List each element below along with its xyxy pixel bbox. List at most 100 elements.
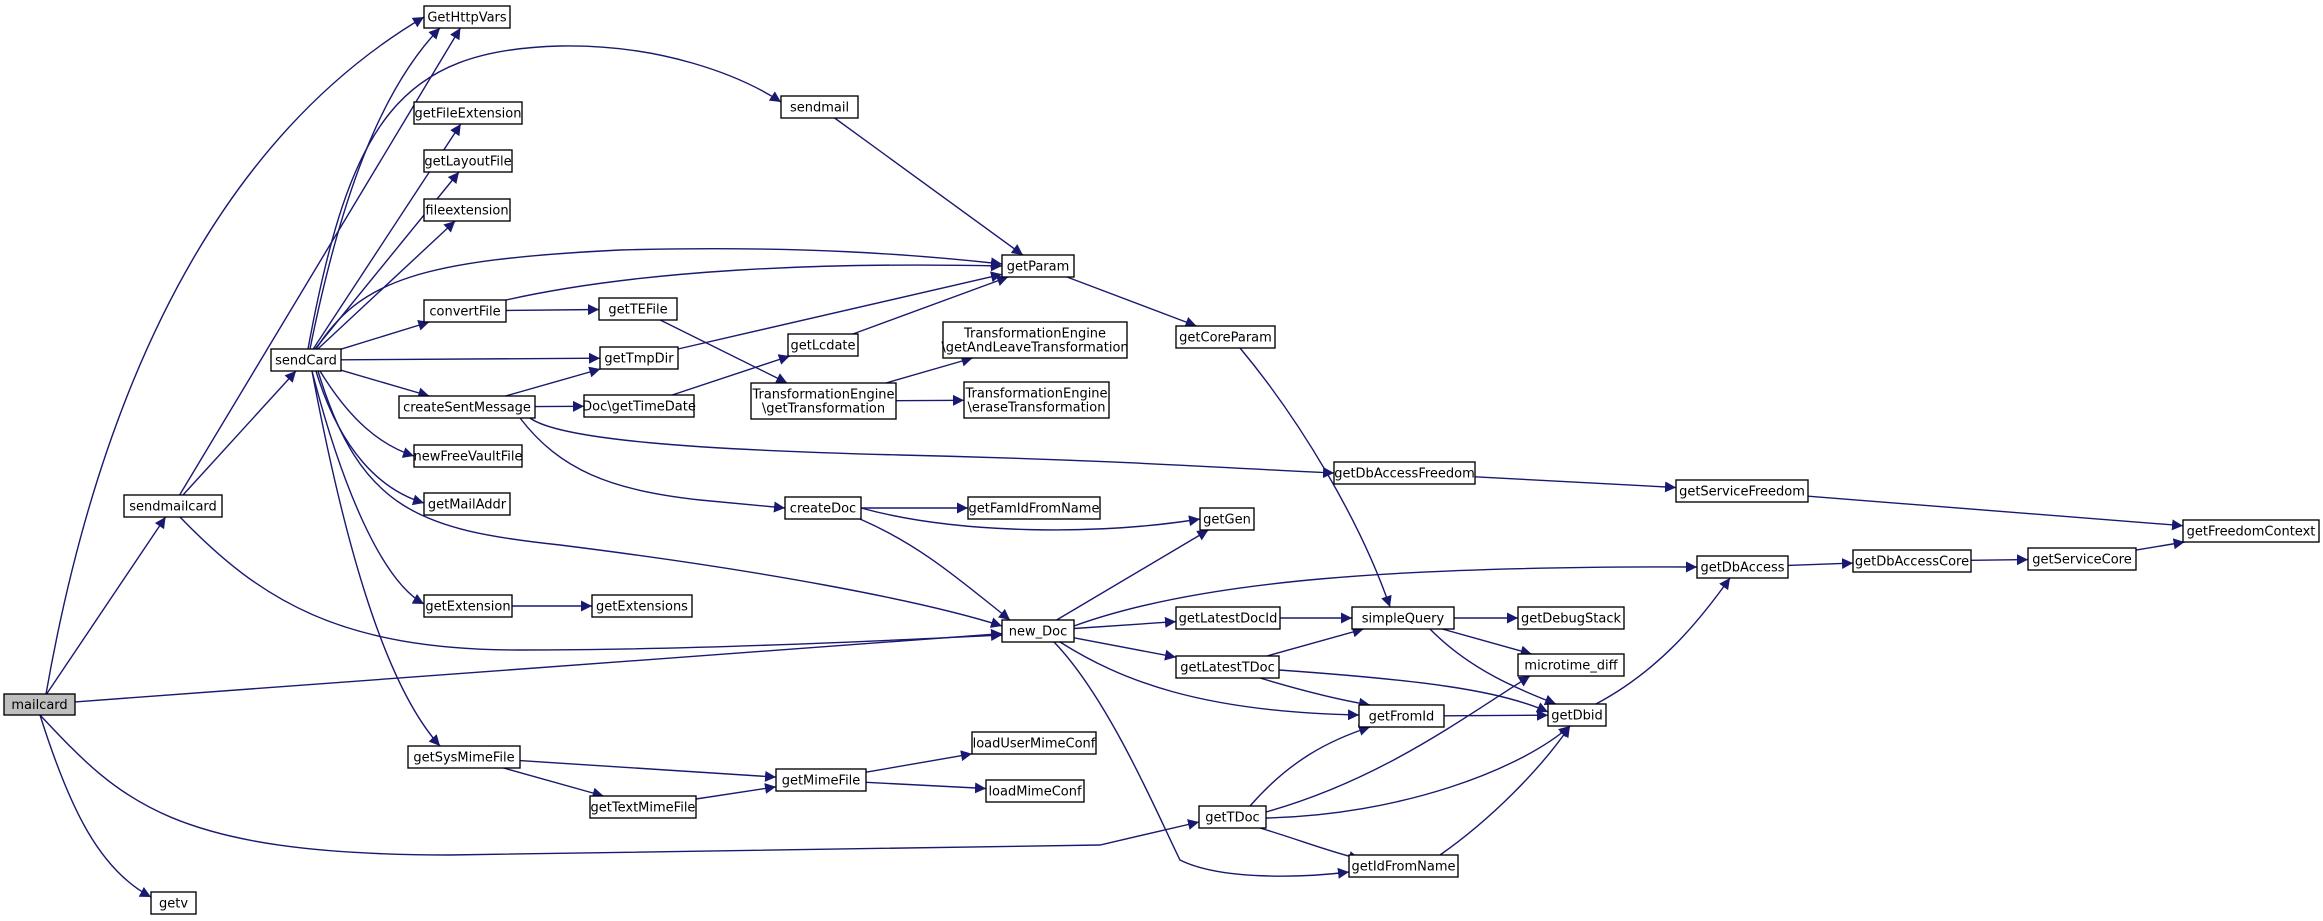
node-sendmail[interactable]: sendmail [780,95,859,119]
node-new_Doc[interactable]: new_Doc [1001,619,1075,643]
node-label: getGen [1203,513,1251,528]
node-createSentMessage[interactable]: createSentMessage [398,395,536,419]
node-getCoreParam[interactable]: getCoreParam [1175,325,1276,349]
node-getServiceCore[interactable]: getServiceCore [2027,547,2137,571]
edge-new_Doc-to-getIdFromName [1053,641,1350,879]
node-getFreedomContext[interactable]: getFreedomContext [2182,519,2320,543]
node-box [583,394,695,418]
node-box [123,494,223,518]
node-convertFile[interactable]: convertFile [423,299,507,323]
node-getTmpDir[interactable]: getTmpDir [599,346,679,370]
node-label: getDbAccessCore [1855,555,1969,570]
node-box [423,492,511,516]
node-simpleQuery[interactable]: simpleQuery [1351,606,1455,630]
node-box [1351,606,1455,630]
node-label: Doc\getTimeDate [582,400,696,415]
node-getServiceFreedom[interactable]: getServiceFreedom [1675,479,1809,503]
node-box [270,348,342,372]
node-label: sendCard [275,354,337,369]
node-getLcdate[interactable]: getLcdate [787,333,859,357]
node-fileextension[interactable]: fileextension [423,198,511,222]
edge-getTmpDir-to-getParam [677,271,1003,350]
node-getExtensions[interactable]: getExtensions [591,594,693,618]
node-createDoc[interactable]: createDoc [784,496,862,520]
edge-getTEFile-to-TEgetTransformation [659,319,788,384]
edge-createDoc-to-new_Doc [859,518,1011,621]
node-getDebugStack[interactable]: getDebugStack [1517,606,1625,630]
node-getLatestDocId[interactable]: getLatestDocId [1175,606,1281,630]
node-box [1199,507,1255,531]
node-label: getLcdate [790,339,855,354]
node-label: getLayoutFile [424,155,511,170]
edge-sendCard-to-new_Doc [317,370,1003,628]
edge-getDbid-to-getDbAccess [1595,577,1731,705]
edge-getParam-to-getCoreParam [1066,276,1197,328]
node-TEgetTransformation[interactable]: TransformationEngine\getTransformation [750,382,897,420]
edge-new_Doc-to-getLatestTDoc [1073,637,1177,661]
node-sendCard[interactable]: sendCard [270,348,342,372]
node-DocGetTimeDate[interactable]: Doc\getTimeDate [582,394,696,418]
node-getFileExtension[interactable]: getFileExtension [413,101,523,125]
node-getDbAccess[interactable]: getDbAccess [1696,555,1789,579]
edge-createSentMessage-to-getDbAccessFreedom [529,417,1335,479]
node-getTextMimeFile[interactable]: getTextMimeFile [589,795,697,819]
node-getParam[interactable]: getParam [1001,254,1075,278]
node-label: getFreedomContext [2187,525,2316,540]
edge-new_Doc-to-getLatestDocId [1073,616,1177,630]
node-mailcard[interactable]: mailcard [3,693,76,716]
node-box [1198,805,1267,829]
node-getSysMimeFile[interactable]: getSysMimeFile [407,745,521,769]
node-GetHttpVars[interactable]: GetHttpVars [423,5,511,29]
node-box [985,779,1085,803]
edge-sendmailcard-to-sendCard [182,370,297,496]
edge-sendCard-to-getParam [315,247,1003,350]
edge-getFromId-to-getDbid [1443,709,1549,721]
node-getMailAddr[interactable]: getMailAddr [423,492,511,516]
node-label: loadMimeConf [988,785,1082,800]
node-box [591,594,693,618]
node-label: TransformationEngine [964,387,1107,402]
node-label: sendmailcard [129,500,217,515]
node-getMimeFile[interactable]: getMimeFile [775,768,867,792]
node-getDbAccessFreedom[interactable]: getDbAccessFreedom [1333,461,1476,485]
node-label: getExtensions [596,600,688,615]
edge-sendCard-to-fileextension [317,220,456,350]
edge-getTDoc-to-microtime_diff [1265,675,1531,813]
edge-getLcdate-to-getParam [852,275,1009,335]
node-getLatestTDoc[interactable]: getLatestTDoc [1175,655,1280,679]
node-TEgetAndLeave[interactable]: TransformationEngine\getAndLeaveTransfor… [941,321,1129,359]
node-getFamIdFromName[interactable]: getFamIdFromName [967,496,1101,520]
node-loadMimeConf[interactable]: loadMimeConf [985,779,1085,803]
node-label: simpleQuery [1362,612,1445,627]
node-getv[interactable]: getv [150,891,197,915]
node-box [1348,854,1459,878]
edge-sendCard-to-getMailAddr [315,370,425,506]
node-box [423,299,507,323]
node-box [1547,703,1607,727]
node-getIdFromName[interactable]: getIdFromName [1348,854,1459,878]
node-getGen[interactable]: getGen [1199,507,1255,531]
edge-getLatestTDoc-to-getDbid [1278,669,1549,713]
node-sendmailcard[interactable]: sendmailcard [123,494,223,518]
node-getExtension[interactable]: getExtension [423,594,513,618]
node-TEerase[interactable]: TransformationEngine\eraseTransformation [963,381,1110,419]
node-microtime_diff[interactable]: microtime_diff [1517,653,1625,677]
node-label: getLatestDocId [1179,612,1278,627]
node-getTDoc[interactable]: getTDoc [1198,805,1267,829]
node-getFromId[interactable]: getFromId [1358,704,1445,728]
node-getDbid[interactable]: getDbid [1547,703,1607,727]
node-newFreeVaultFile[interactable]: newFreeVaultFile [413,444,523,468]
edge-sendmailcard-to-new_Doc [179,516,1003,651]
node-getTEFile[interactable]: getTEFile [598,297,678,321]
edges [39,16,2185,898]
node-getDbAccessCore[interactable]: getDbAccessCore [1852,549,1972,573]
node-box [1175,655,1280,679]
edge-sendmailcard-to-GetHttpVars [179,27,461,496]
node-label: getFileExtension [415,107,522,122]
edge-createSentMessage-to-createDoc [519,417,786,513]
node-label: getDbid [1551,709,1602,724]
node-label: mailcard [11,698,67,713]
edge-sendCard-to-getSysMimeFile [311,370,441,747]
node-getLayoutFile[interactable]: getLayoutFile [423,149,513,173]
node-loadUserMimeConf[interactable]: loadUserMimeConf [971,731,1097,755]
